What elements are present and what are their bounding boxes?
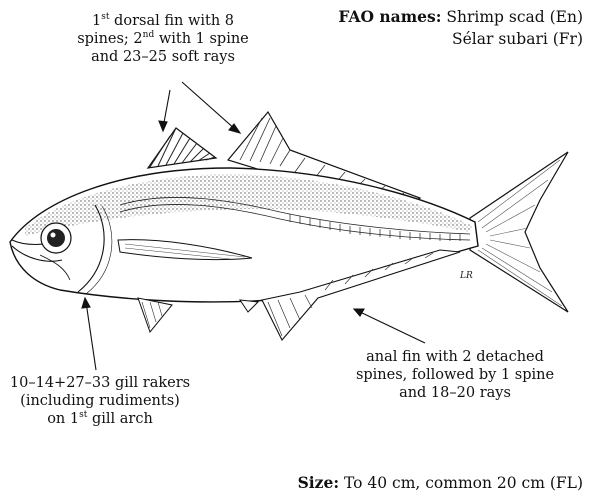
fao-names-label: FAO names: xyxy=(338,7,441,26)
dorsal-fin-annotation: 1st dorsal fin with 8 spines; 2nd with 1… xyxy=(28,12,298,66)
fao-name-french: Sélar subari (Fr) xyxy=(338,28,583,50)
size-note: Size: To 40 cm, common 20 cm (FL) xyxy=(298,474,583,492)
first-dorsal-fin xyxy=(148,128,216,168)
caudal-fin xyxy=(470,152,568,312)
size-text: To 40 cm, common 20 cm (FL) xyxy=(339,474,583,492)
fao-names: FAO names: Shrimp scad (En) Sélar subari… xyxy=(338,6,583,50)
artist-initials: LR xyxy=(459,271,473,281)
gill-rakers-annotation: 10–14+27–33 gill rakers (including rudim… xyxy=(0,374,200,428)
anal-fin-annotation: anal fin with 2 detached spines, followe… xyxy=(340,348,570,402)
size-label: Size: xyxy=(298,473,339,492)
fao-name-english: Shrimp scad (En) xyxy=(446,8,583,26)
pelvic-fin xyxy=(138,298,172,332)
